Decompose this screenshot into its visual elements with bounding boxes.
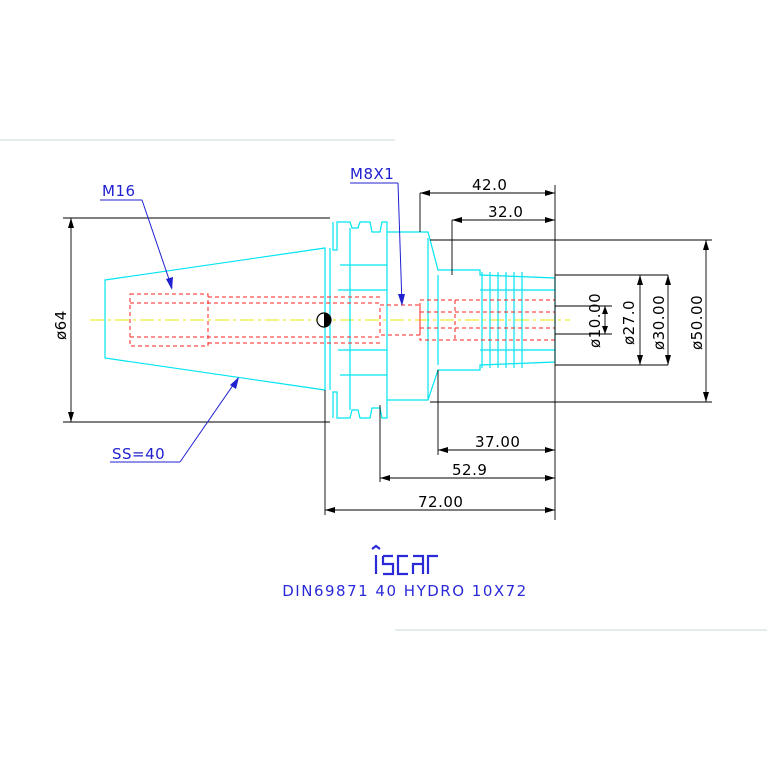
logo-wordmark: iscar [0,0,3,1]
drawing-title: DIN69871 40 HYDRO 10X72 [282,582,527,600]
dim-len-52-9: 52.9 [452,461,487,479]
dim-overall-dia: ø64 [52,310,70,340]
callout-m16: M16 [102,182,136,200]
leader-arrowheads [166,277,405,389]
dim-dia-50: ø50.00 [688,295,706,350]
callout-m8x1: M8X1 [350,165,394,183]
arrowheads [68,190,709,513]
dim-len-37: 37.00 [475,433,520,451]
sheet-border [0,139,767,631]
dim-dia-30: ø30.00 [650,295,668,350]
leader-lines [100,182,403,463]
dim-len-32: 32.0 [488,203,523,221]
dim-len-42: 42.0 [472,176,507,194]
dim-dia-27: ø27.0 [620,300,638,345]
iscar-logo [371,544,438,576]
dim-dia-10: ø10.00 [586,293,604,348]
dimension-lines [63,185,712,520]
callout-ss40: SS=40 [112,445,165,463]
dim-len-72: 72.00 [418,493,463,511]
